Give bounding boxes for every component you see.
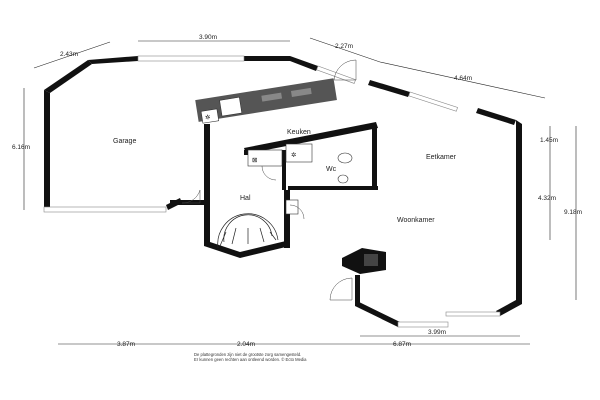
wc-fixtures: [337, 152, 353, 184]
svg-text:⊠: ⊠: [252, 157, 258, 164]
dim-garage-diagonal: 2.43m: [60, 51, 78, 58]
hal-walls: [170, 190, 299, 258]
spiral-stairs: [217, 213, 279, 249]
svg-text:✲: ✲: [204, 113, 211, 122]
dim-right-b: 4.32m: [538, 195, 556, 202]
fireplace: [342, 248, 386, 274]
dim-top-mid: 2.27m: [335, 43, 353, 50]
window-top-mid: [316, 65, 356, 84]
dimension-lines: [23, 37, 577, 345]
garage-wall-diagonal: [290, 56, 318, 71]
room-woonkamer: Woonkamer: [397, 217, 435, 224]
svg-text:✲: ✲: [291, 151, 297, 159]
dim-top-right: 4.64m: [454, 75, 472, 82]
disclaimer-line-1: De plattegronden zijn niet de grootste z…: [194, 352, 301, 357]
dim-bottom-a: 3.87m: [117, 341, 135, 348]
dim-right-total: 9.18m: [564, 209, 582, 216]
room-garage: Garage: [113, 138, 136, 145]
garage-walls: [43, 55, 290, 213]
disclaimer-line-2: Er kunnen geen rechten aan ontleend word…: [194, 357, 307, 362]
dim-right-a: 1.45m: [540, 137, 558, 144]
kitchen-island: ✲ ⊠: [247, 143, 313, 167]
dim-garage-left: 6.16m: [12, 144, 30, 151]
kitchen-counter: ✲: [195, 78, 337, 124]
room-keuken: Keuken: [287, 129, 311, 136]
room-hal: Hal: [240, 195, 251, 202]
dim-bottom-b: 2.04m: [237, 341, 255, 348]
dim-garage-top: 3.90m: [199, 34, 217, 41]
living-walls: [355, 80, 522, 328]
dim-bottom-inner: 3.99m: [428, 329, 446, 336]
room-eetkamer: Eetkamer: [426, 154, 457, 161]
door-swings: [181, 59, 357, 301]
room-wc: Wc: [326, 166, 337, 173]
dim-bottom-c: 6.87m: [393, 341, 411, 348]
